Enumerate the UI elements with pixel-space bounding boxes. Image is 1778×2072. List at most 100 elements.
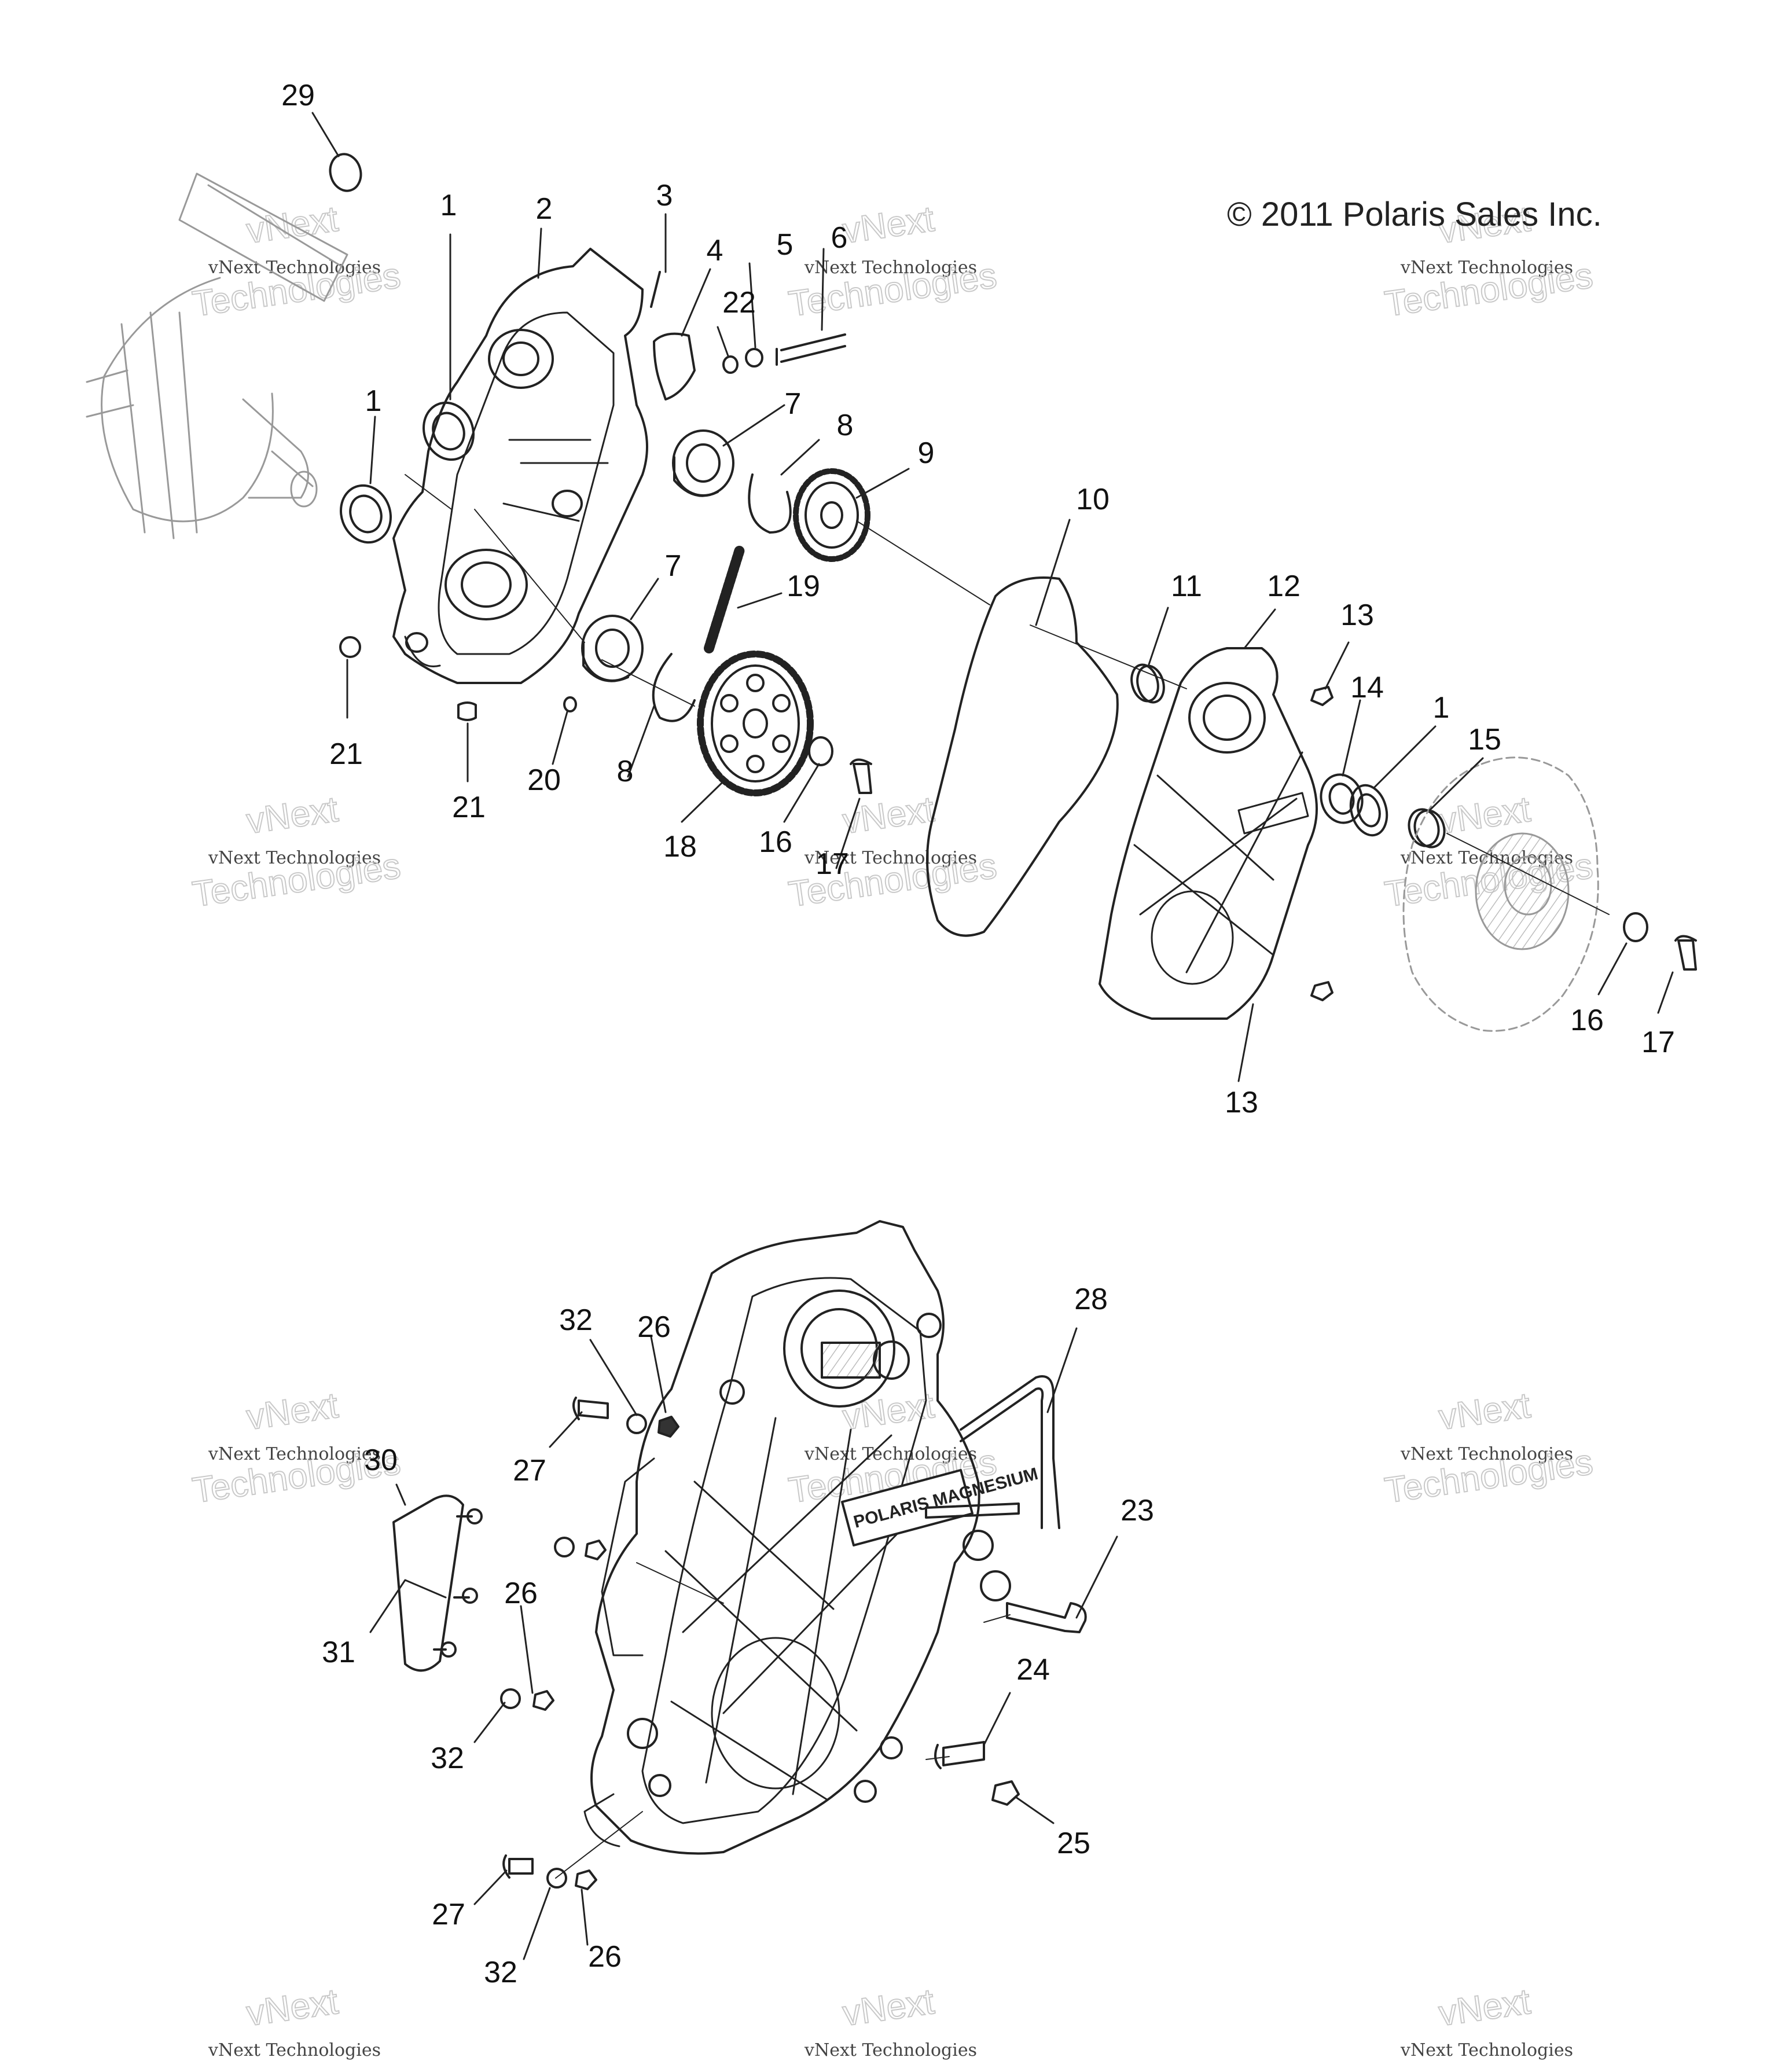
engine-shaft-ghost bbox=[86, 172, 348, 539]
callout-9: 9 bbox=[918, 436, 935, 470]
callout-1b: 1 bbox=[365, 384, 382, 418]
part-nut-26c bbox=[575, 1869, 597, 1890]
part-ring-15 bbox=[1408, 808, 1446, 848]
svg-text:vNext: vNext bbox=[1437, 1386, 1533, 1438]
callout-4: 4 bbox=[707, 234, 723, 267]
part-washer-16b bbox=[1623, 912, 1648, 942]
callout-22: 22 bbox=[722, 286, 756, 319]
part-tensioner-4 bbox=[653, 332, 696, 401]
leader-lines bbox=[311, 112, 1674, 1082]
svg-text:vNext Technologies: vNext Technologies bbox=[804, 258, 977, 278]
callout-16a: 16 bbox=[759, 825, 792, 859]
assembly-axis-lines bbox=[405, 474, 1610, 915]
part-washer-32c bbox=[546, 1868, 567, 1889]
cover-ribs bbox=[664, 1417, 904, 1801]
svg-text:vNext Technologies: vNext Technologies bbox=[804, 2040, 977, 2060]
callout-8a: 8 bbox=[837, 409, 854, 442]
callout-24: 24 bbox=[1016, 1653, 1050, 1687]
callout-7b: 7 bbox=[665, 549, 682, 583]
svg-text:vNext Technologies: vNext Technologies bbox=[1400, 1444, 1573, 1464]
part-nut-13b bbox=[1310, 981, 1334, 1001]
callout-29: 29 bbox=[281, 79, 315, 112]
part-plug-21a bbox=[339, 636, 361, 658]
part-washer-32a bbox=[626, 1413, 647, 1434]
callout-20: 20 bbox=[527, 763, 561, 797]
part-bolt-17a bbox=[850, 758, 872, 794]
brake-disc-ghost bbox=[1402, 756, 1599, 1032]
part-ring-11 bbox=[1130, 663, 1165, 704]
part-plug-21b bbox=[457, 701, 477, 721]
watermark: vNext vNext Technologies Technologies bbox=[1382, 1385, 1596, 1512]
callout-32c: 32 bbox=[484, 1956, 517, 1989]
callout-19: 19 bbox=[787, 570, 820, 603]
mounting-bosses bbox=[627, 1313, 1011, 1803]
part-snap-ring-8b bbox=[652, 653, 696, 722]
chaincase-cover-rim bbox=[641, 1277, 927, 1824]
callout-7a: 7 bbox=[785, 387, 802, 421]
part-seal-1b bbox=[339, 484, 392, 544]
callout-21b: 21 bbox=[452, 791, 486, 824]
lower-assembled-view: POLARIS MAGNESIUM bbox=[369, 1220, 1118, 1960]
mounting-flange-bottom bbox=[583, 1793, 620, 1847]
output-shaft-hub bbox=[783, 1290, 910, 1408]
callout-6: 6 bbox=[831, 221, 848, 255]
part-bolt-24 bbox=[934, 1741, 985, 1769]
callout-25: 25 bbox=[1057, 1827, 1090, 1860]
callout-13b: 13 bbox=[1225, 1086, 1258, 1119]
watermark: vNext vNext Technologies Technologies bbox=[785, 199, 1000, 325]
part-washer-16a bbox=[808, 736, 833, 766]
lower-leader-lines bbox=[369, 1327, 1118, 1960]
watermark: vNext vNext Technologies bbox=[208, 1981, 381, 2060]
callout-26c: 26 bbox=[588, 1940, 622, 1974]
callout-1c: 1 bbox=[1433, 691, 1450, 725]
part-bolt-23 bbox=[1006, 1602, 1087, 1633]
part-bolt-6 bbox=[776, 333, 846, 366]
svg-text:vNext Technologies: vNext Technologies bbox=[208, 2040, 381, 2060]
svg-text:vNext: vNext bbox=[840, 199, 937, 251]
svg-text:vNext Technologies: vNext Technologies bbox=[804, 848, 977, 868]
callout-28: 28 bbox=[1074, 1283, 1108, 1316]
part-bolt-27b bbox=[502, 1854, 534, 1879]
part-bearing-7b bbox=[581, 615, 644, 682]
watermark: vNext vNext Technologies Technologies bbox=[189, 789, 403, 916]
callout-12: 12 bbox=[1267, 570, 1301, 603]
upper-exploded-view bbox=[86, 112, 1697, 1082]
callout-labels: 29 1 2 3 4 5 6 22 1 7 8 9 10 7 19 11 12 … bbox=[281, 79, 1675, 1989]
part-sprocket-9 bbox=[793, 468, 870, 562]
part-bolt-17b bbox=[1674, 935, 1697, 971]
callout-32b: 32 bbox=[431, 1742, 464, 1775]
part-washer-left-mid bbox=[554, 1537, 575, 1557]
part-seal-1a bbox=[422, 401, 475, 461]
part-dowel-20 bbox=[563, 696, 577, 712]
svg-text:vNext Technologies: vNext Technologies bbox=[208, 1444, 381, 1464]
part-chain-19 bbox=[704, 545, 745, 653]
callout-1a: 1 bbox=[440, 189, 457, 222]
svg-text:vNext Technologies: vNext Technologies bbox=[208, 848, 381, 868]
svg-text:vNext: vNext bbox=[244, 1982, 341, 2034]
part-nut-13a bbox=[1310, 686, 1334, 706]
callout-14: 14 bbox=[1350, 671, 1384, 704]
callout-27b: 27 bbox=[432, 1898, 465, 1931]
svg-text:vNext: vNext bbox=[1437, 1982, 1533, 2034]
part-washer-22 bbox=[722, 355, 739, 374]
callout-18: 18 bbox=[663, 830, 697, 864]
svg-text:vNext Technologies: vNext Technologies bbox=[804, 1444, 977, 1464]
callout-32a: 32 bbox=[559, 1303, 593, 1337]
svg-text:vNext Technologies: vNext Technologies bbox=[1400, 2040, 1573, 2060]
part-nut-left-mid bbox=[585, 1540, 607, 1560]
callout-16b: 16 bbox=[1570, 1004, 1604, 1037]
part-nut-5 bbox=[745, 348, 763, 368]
chaincase-outer-cover bbox=[1099, 647, 1318, 1020]
watermark: vNext vNext Technologies Technologies bbox=[189, 199, 403, 325]
callout-26b: 26 bbox=[504, 1577, 538, 1610]
part-plate-30 bbox=[392, 1494, 483, 1672]
part-gasket-10 bbox=[926, 576, 1119, 937]
part-stud-31c bbox=[440, 1641, 457, 1658]
callout-21a: 21 bbox=[329, 737, 363, 771]
part-oring-29 bbox=[329, 153, 362, 192]
part-stud-31b bbox=[462, 1588, 478, 1604]
svg-text:vNext Technologies: vNext Technologies bbox=[208, 258, 381, 278]
part-seal-1c bbox=[1349, 784, 1388, 837]
